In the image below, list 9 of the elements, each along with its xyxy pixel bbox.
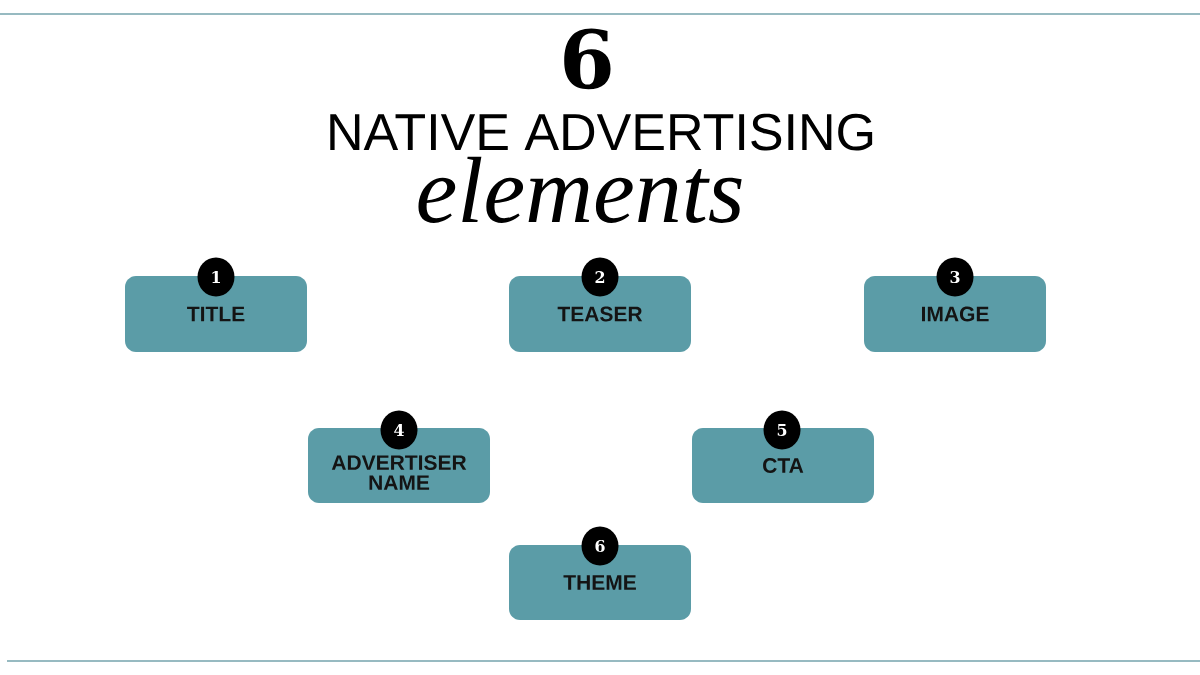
heading: NATIVE ADVERTISING (330, 113, 873, 151)
number-badge: 2 (581, 257, 619, 297)
number-badge: 4 (380, 410, 418, 450)
number-badge: 5 (763, 410, 801, 450)
number-badge: 1 (197, 257, 235, 297)
heading-script: elements (418, 156, 742, 223)
number-badge: 3 (936, 257, 974, 297)
heading-number: 6 (564, 28, 611, 90)
number-badge: 6 (581, 526, 619, 566)
